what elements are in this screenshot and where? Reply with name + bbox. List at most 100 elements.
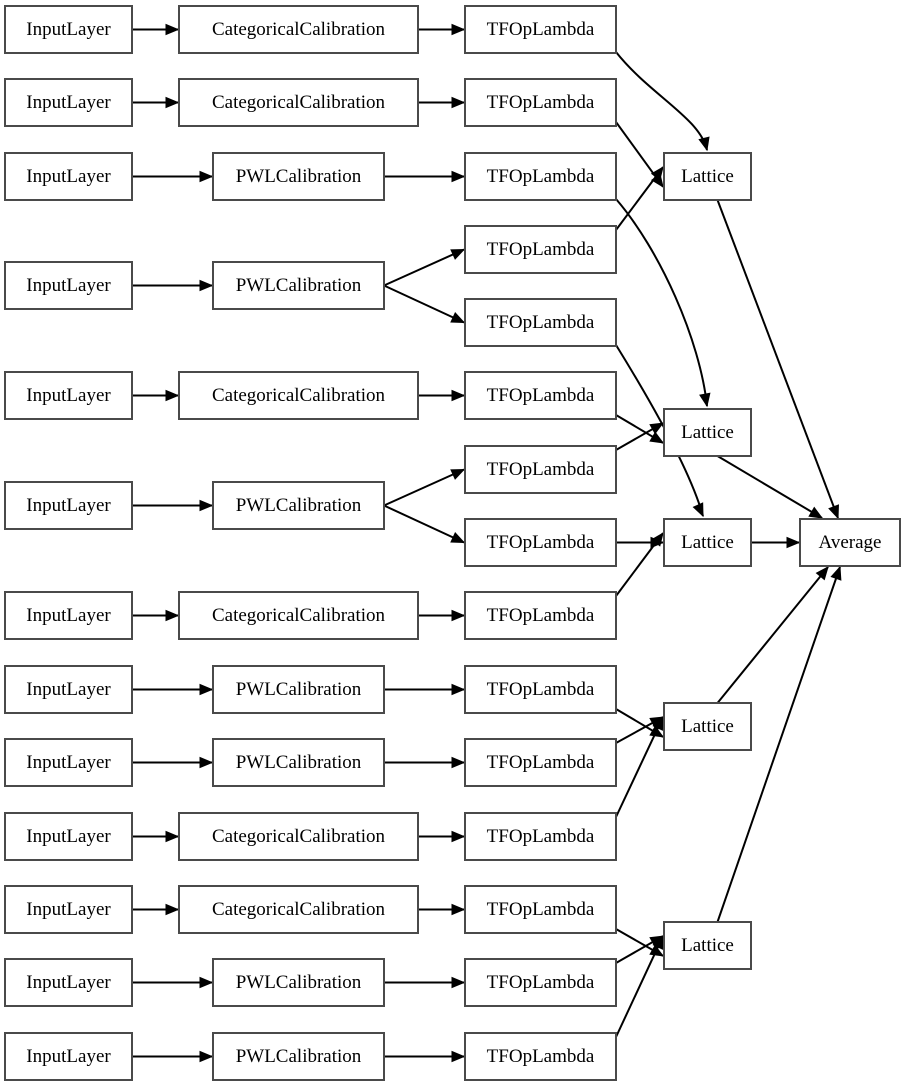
node-lattice-lat2[interactable]: Lattice bbox=[663, 408, 752, 457]
node-box[interactable] bbox=[464, 78, 617, 127]
node-tfop-lambda-op15[interactable]: TFOpLambda bbox=[464, 1032, 617, 1081]
node-tfop-lambda-op8[interactable]: TFOpLambda bbox=[464, 518, 617, 567]
node-box[interactable] bbox=[4, 78, 133, 127]
node-tfop-lambda-op13[interactable]: TFOpLambda bbox=[464, 885, 617, 934]
edge-op15-to-lat5 bbox=[615, 934, 664, 1038]
edge-lat4-to-avg bbox=[716, 565, 829, 704]
node-box[interactable] bbox=[212, 738, 385, 787]
node-tfop-lambda-op3[interactable]: TFOpLambda bbox=[464, 152, 617, 201]
node-box[interactable] bbox=[212, 665, 385, 714]
node-box[interactable] bbox=[178, 885, 419, 934]
node-tfop-lambda-op7[interactable]: TFOpLambda bbox=[464, 445, 617, 494]
node-input-layer-in6[interactable]: InputLayer bbox=[4, 481, 133, 530]
node-tfop-lambda-op9[interactable]: TFOpLambda bbox=[464, 591, 617, 640]
node-box[interactable] bbox=[663, 152, 752, 201]
node-pwlcalibration-cal6[interactable]: PWLCalibration bbox=[212, 481, 385, 530]
node-label: TFOpLambda bbox=[487, 532, 595, 553]
node-tfop-lambda-op6[interactable]: TFOpLambda bbox=[464, 371, 617, 420]
node-box[interactable] bbox=[464, 591, 617, 640]
node-box[interactable] bbox=[178, 78, 419, 127]
node-input-layer-in13[interactable]: InputLayer bbox=[4, 1032, 133, 1081]
arrow-head-icon bbox=[199, 170, 214, 183]
node-box[interactable] bbox=[464, 152, 617, 201]
node-box[interactable] bbox=[464, 371, 617, 420]
node-input-layer-in4[interactable]: InputLayer bbox=[4, 261, 133, 310]
node-input-layer-in7[interactable]: InputLayer bbox=[4, 591, 133, 640]
node-box[interactable] bbox=[4, 481, 133, 530]
node-input-layer-in11[interactable]: InputLayer bbox=[4, 885, 133, 934]
node-box[interactable] bbox=[178, 591, 419, 640]
node-box[interactable] bbox=[464, 298, 617, 347]
node-box[interactable] bbox=[464, 1032, 617, 1081]
node-input-layer-in2[interactable]: InputLayer bbox=[4, 78, 133, 127]
node-box[interactable] bbox=[178, 5, 419, 54]
node-box[interactable] bbox=[178, 812, 419, 861]
node-box[interactable] bbox=[464, 958, 617, 1007]
node-input-layer-in9[interactable]: InputLayer bbox=[4, 738, 133, 787]
arrow-head-icon bbox=[649, 422, 665, 435]
node-box[interactable] bbox=[4, 958, 133, 1007]
node-lattice-lat4[interactable]: Lattice bbox=[663, 702, 752, 751]
node-box[interactable] bbox=[799, 518, 901, 567]
node-box[interactable] bbox=[464, 445, 617, 494]
node-lattice-lat1[interactable]: Lattice bbox=[663, 152, 752, 201]
node-box[interactable] bbox=[4, 152, 133, 201]
node-tfop-lambda-op12[interactable]: TFOpLambda bbox=[464, 812, 617, 861]
node-box[interactable] bbox=[464, 518, 617, 567]
node-tfop-lambda-op10[interactable]: TFOpLambda bbox=[464, 665, 617, 714]
node-box[interactable] bbox=[464, 812, 617, 861]
node-categorical-calibration-cal5[interactable]: CategoricalCalibration bbox=[178, 371, 419, 420]
node-box[interactable] bbox=[464, 738, 617, 787]
node-categorical-calibration-cal2[interactable]: CategoricalCalibration bbox=[178, 78, 419, 127]
node-box[interactable] bbox=[4, 665, 133, 714]
node-box[interactable] bbox=[212, 261, 385, 310]
node-pwlcalibration-cal3[interactable]: PWLCalibration bbox=[212, 152, 385, 201]
node-box[interactable] bbox=[464, 885, 617, 934]
node-box[interactable] bbox=[212, 481, 385, 530]
node-box[interactable] bbox=[178, 371, 419, 420]
node-categorical-calibration-cal1[interactable]: CategoricalCalibration bbox=[178, 5, 419, 54]
node-box[interactable] bbox=[212, 1032, 385, 1081]
node-box[interactable] bbox=[212, 152, 385, 201]
node-categorical-calibration-cal10[interactable]: CategoricalCalibration bbox=[178, 812, 419, 861]
node-box[interactable] bbox=[4, 591, 133, 640]
node-categorical-calibration-cal7[interactable]: CategoricalCalibration bbox=[178, 591, 419, 640]
node-lattice-lat3[interactable]: Lattice bbox=[663, 518, 752, 567]
node-box[interactable] bbox=[663, 408, 752, 457]
node-pwlcalibration-cal8[interactable]: PWLCalibration bbox=[212, 665, 385, 714]
node-tfop-lambda-op2[interactable]: TFOpLambda bbox=[464, 78, 617, 127]
node-pwlcalibration-cal13[interactable]: PWLCalibration bbox=[212, 1032, 385, 1081]
node-average-avg[interactable]: Average bbox=[799, 518, 901, 567]
node-input-layer-in3[interactable]: InputLayer bbox=[4, 152, 133, 201]
node-pwlcalibration-cal4[interactable]: PWLCalibration bbox=[212, 261, 385, 310]
node-box[interactable] bbox=[4, 885, 133, 934]
node-tfop-lambda-op11[interactable]: TFOpLambda bbox=[464, 738, 617, 787]
node-box[interactable] bbox=[663, 702, 752, 751]
node-tfop-lambda-op1[interactable]: TFOpLambda bbox=[464, 5, 617, 54]
node-input-layer-in10[interactable]: InputLayer bbox=[4, 812, 133, 861]
node-categorical-calibration-cal11[interactable]: CategoricalCalibration bbox=[178, 885, 419, 934]
node-box[interactable] bbox=[464, 665, 617, 714]
node-tfop-lambda-op5[interactable]: TFOpLambda bbox=[464, 298, 617, 347]
node-box[interactable] bbox=[4, 371, 133, 420]
node-tfop-lambda-op14[interactable]: TFOpLambda bbox=[464, 958, 617, 1007]
node-box[interactable] bbox=[4, 1032, 133, 1081]
node-input-layer-in8[interactable]: InputLayer bbox=[4, 665, 133, 714]
node-box[interactable] bbox=[464, 225, 617, 274]
node-box[interactable] bbox=[4, 5, 133, 54]
node-box[interactable] bbox=[4, 812, 133, 861]
node-box[interactable] bbox=[4, 738, 133, 787]
node-pwlcalibration-cal12[interactable]: PWLCalibration bbox=[212, 958, 385, 1007]
node-lattice-lat5[interactable]: Lattice bbox=[663, 921, 752, 970]
node-box[interactable] bbox=[663, 921, 752, 970]
node-box[interactable] bbox=[4, 261, 133, 310]
node-box[interactable] bbox=[464, 5, 617, 54]
node-pwlcalibration-cal9[interactable]: PWLCalibration bbox=[212, 738, 385, 787]
node-box[interactable] bbox=[663, 518, 752, 567]
arrow-head-icon bbox=[652, 715, 664, 731]
node-box[interactable] bbox=[212, 958, 385, 1007]
node-input-layer-in5[interactable]: InputLayer bbox=[4, 371, 133, 420]
node-input-layer-in12[interactable]: InputLayer bbox=[4, 958, 133, 1007]
node-input-layer-in1[interactable]: InputLayer bbox=[4, 5, 133, 54]
node-tfop-lambda-op4[interactable]: TFOpLambda bbox=[464, 225, 617, 274]
